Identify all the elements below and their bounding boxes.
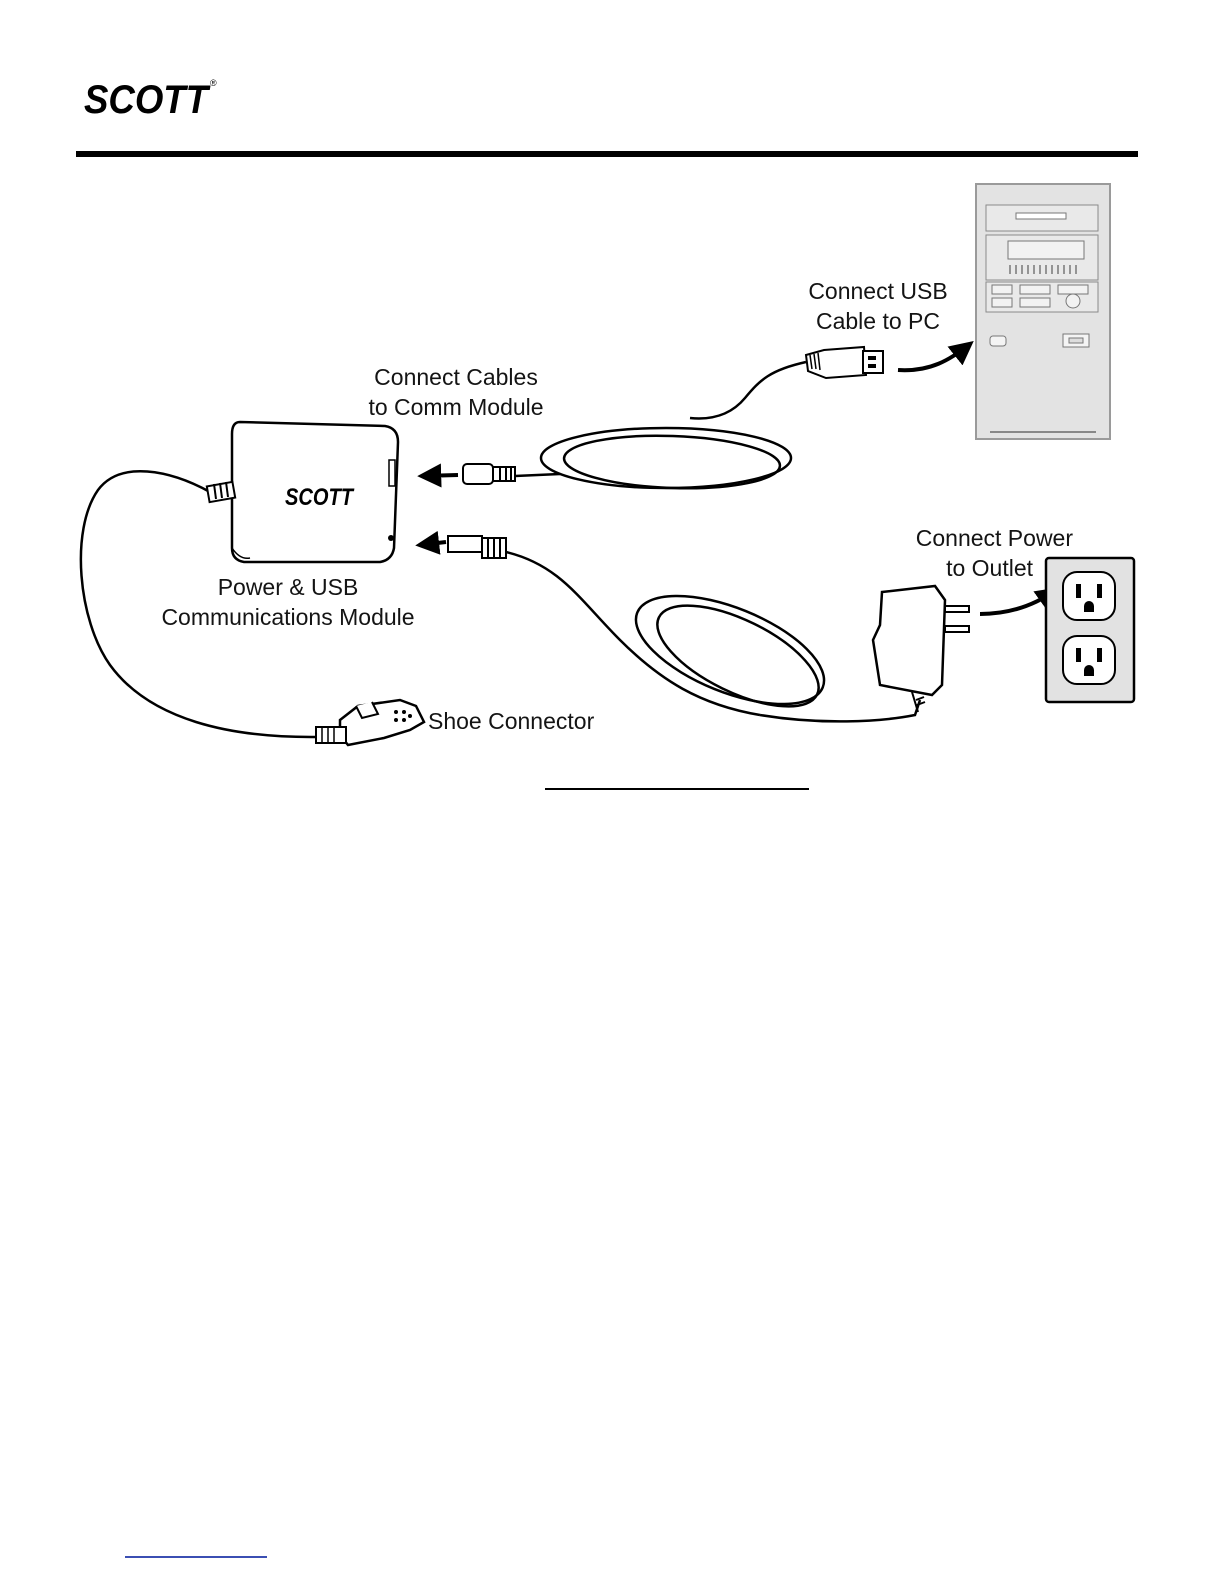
footer-link-underline[interactable] — [125, 1556, 267, 1558]
usb-plug-icon — [806, 347, 883, 378]
arrow-icon — [422, 475, 458, 476]
connection-diagram: SCOTT — [0, 170, 1224, 810]
arrow-icon — [898, 344, 970, 370]
scott-logo-text: SCOTT — [84, 78, 211, 118]
registered-mark: ® — [210, 78, 217, 88]
label-line: to Outlet — [880, 553, 1073, 583]
dc-plug — [448, 536, 506, 558]
strain-relief — [207, 482, 235, 502]
label-line: Connect USB — [790, 276, 966, 306]
label-line: Connect Cables — [350, 362, 562, 392]
arrow-icon — [980, 590, 1056, 614]
label-line: Connect Power — [880, 523, 1073, 553]
caption-underline — [545, 788, 809, 790]
label-module-name: Power & USB Communications Module — [140, 572, 436, 632]
power-cable — [506, 552, 920, 727]
label-connect-cables: Connect Cables to Comm Module — [350, 362, 562, 422]
label-connect-usb: Connect USB Cable to PC — [790, 276, 966, 336]
module-logo-text: SCOTT — [285, 484, 355, 511]
power-adapter-icon — [873, 586, 969, 712]
comm-module-icon: SCOTT — [232, 422, 398, 562]
shoe-connector-icon — [316, 700, 424, 745]
label-line: Power & USB — [140, 572, 436, 602]
arrow-icon — [420, 542, 446, 545]
label-line: Cable to PC — [790, 306, 966, 336]
mini-usb-plug — [463, 464, 515, 484]
label-shoe-connector: Shoe Connector — [428, 706, 594, 736]
header-rule — [76, 151, 1138, 157]
label-line: to Comm Module — [350, 392, 562, 422]
label-line: Communications Module — [140, 602, 436, 632]
label-connect-power: Connect Power to Outlet — [880, 523, 1073, 583]
scott-logo: SCOTT ® — [82, 76, 222, 118]
pc-tower-icon — [976, 184, 1110, 439]
